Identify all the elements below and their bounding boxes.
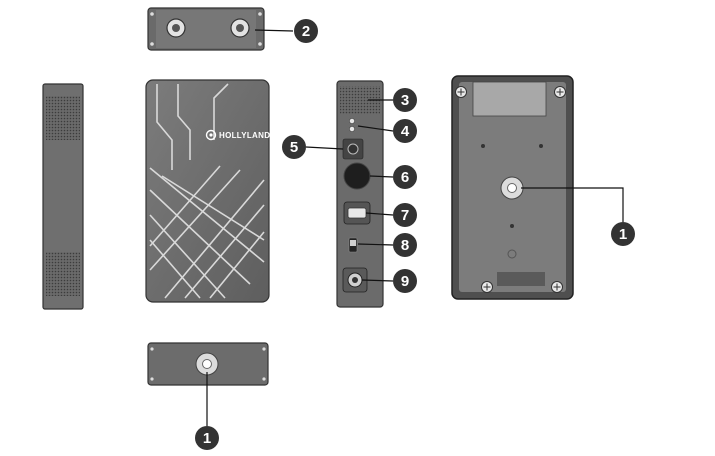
callout-3: 3 [393,88,417,112]
brand-logo-icon [205,129,217,141]
vent-grille-bottom [46,252,80,296]
callout-4: 4 [393,119,417,143]
bottom-view [147,342,269,386]
callout-9: 9 [393,269,417,293]
channel-selector [347,143,359,155]
hdmi-port [347,207,367,219]
svg-text:9: 9 [401,273,409,290]
callout-1-bottom: 1 [195,426,219,450]
indicator-light-1 [349,118,355,124]
svg-text:5: 5 [290,139,298,156]
power-connector [343,162,371,190]
callout-7: 7 [393,203,417,227]
svg-text:7: 7 [401,207,409,224]
callout-6: 6 [393,165,417,189]
top-view [147,7,265,51]
vent-grille-top [46,96,80,140]
indicator-light-2 [349,126,355,132]
svg-text:1: 1 [619,226,627,243]
left-side-view [42,83,84,310]
svg-text:1: 1 [203,430,211,447]
back-screws [455,86,566,293]
svg-text:8: 8 [401,237,409,254]
svg-text:4: 4 [401,123,410,140]
callout-8: 8 [393,233,417,257]
front-view: HOLLYLAND [145,79,270,303]
back-view [451,75,574,300]
callout-1-back: 1 [611,222,635,246]
front-decor-lines [149,83,265,299]
brand-label: HOLLYLAND [219,131,270,140]
svg-text:6: 6 [401,169,409,186]
leader-lines [206,29,624,426]
svg-text:3: 3 [401,92,409,109]
back-label-plate [472,81,547,117]
back-rating-label [497,272,545,286]
callout-5: 5 [282,135,306,159]
callout-2: 2 [294,19,318,43]
right-side-view [336,80,384,308]
svg-text:2: 2 [302,23,310,40]
